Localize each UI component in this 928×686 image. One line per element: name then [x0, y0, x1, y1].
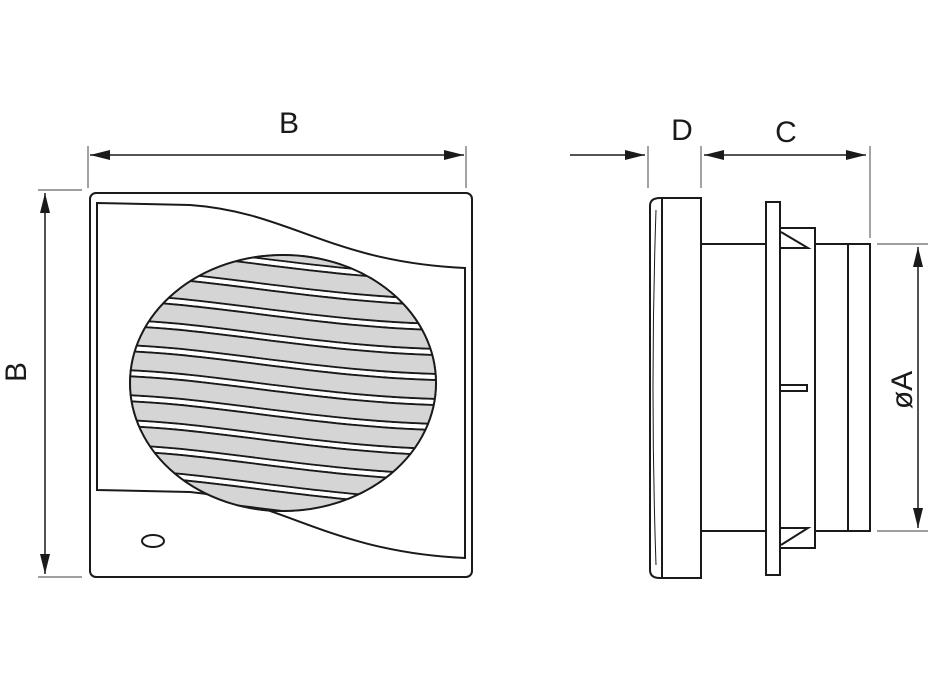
switch-indicator [141, 534, 165, 548]
label-height-b: B [0, 362, 33, 382]
clip-top [780, 231, 812, 249]
side-tab [779, 384, 808, 392]
label-depth-c: C [775, 116, 797, 149]
mounting-flange [765, 201, 781, 576]
side-view [649, 197, 871, 579]
dimension-arrows [40, 150, 923, 574]
label-depth-d: D [671, 114, 693, 147]
label-width-b: B [279, 107, 299, 140]
clip-bottom [780, 527, 812, 546]
dimension-lines [38, 146, 928, 578]
front-cover-profile [649, 197, 702, 579]
label-diameter-a: øA [886, 371, 919, 409]
